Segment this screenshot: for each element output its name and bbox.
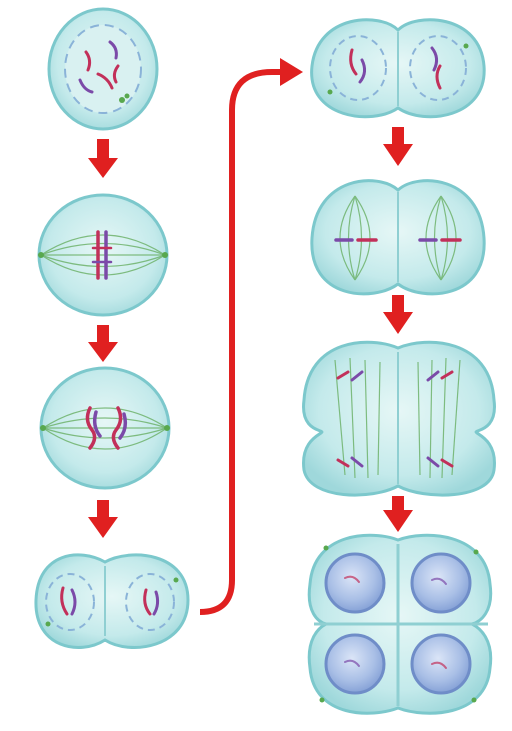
arrow-down-icon — [383, 496, 413, 532]
cell-two-daughters — [312, 20, 485, 117]
arrow-down-icon — [88, 139, 118, 178]
arrow-down-icon — [383, 127, 413, 166]
cell-prophase-metaphase — [38, 195, 168, 315]
arrow-down-icon — [88, 325, 118, 362]
cell-anaphase — [40, 368, 170, 488]
cell-anaphase-ii — [304, 342, 495, 495]
arrow-down-icon — [383, 295, 413, 334]
cell-metaphase-ii — [312, 181, 484, 294]
cell-interphase — [49, 9, 157, 129]
arrow-down-icon — [88, 500, 118, 538]
cell-telophase-cytokinesis — [36, 555, 188, 648]
nuclear-envelope — [65, 25, 141, 113]
cell-four-gametes — [309, 535, 490, 713]
curved-connector-arrow-icon — [200, 58, 303, 612]
